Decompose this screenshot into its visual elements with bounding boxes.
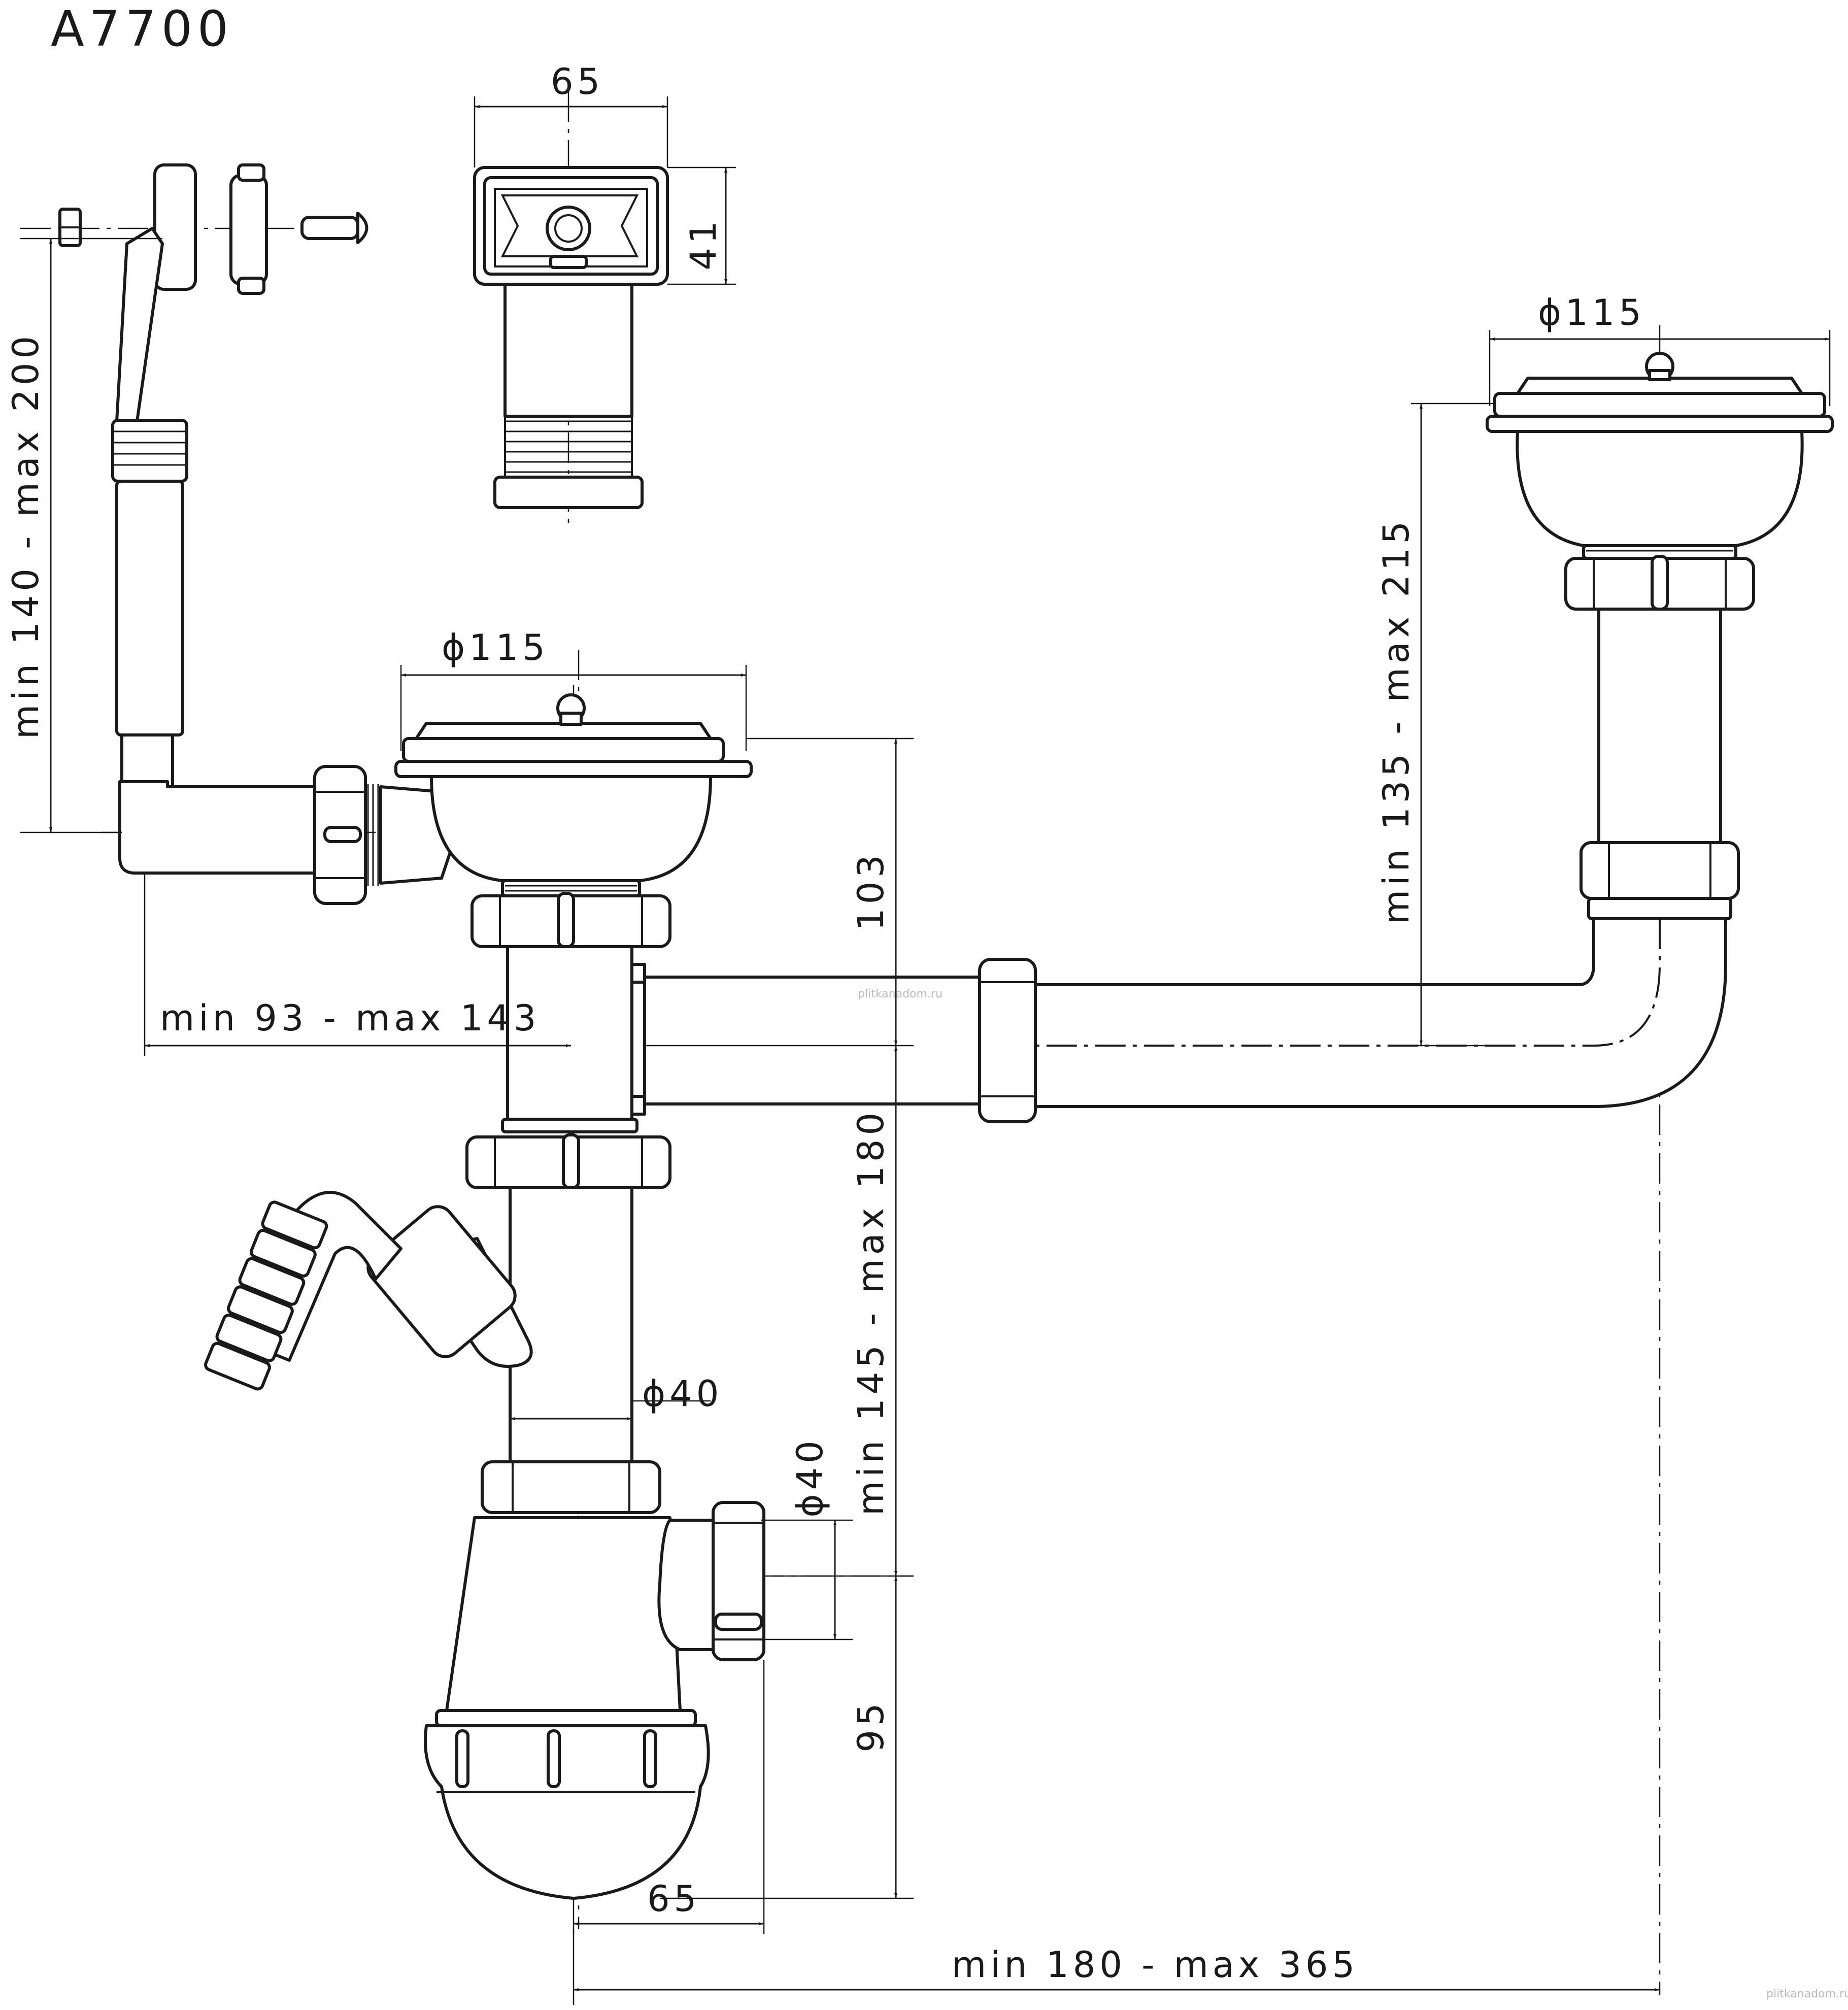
overflow-grate-body <box>503 283 633 418</box>
dim-trap-outlet-offset: 65 <box>647 1878 700 1920</box>
left-bowl-union-nut <box>471 892 671 948</box>
dim-pipe-diameter: ϕ40 <box>642 1373 723 1415</box>
overflow-gasket <box>229 174 268 286</box>
trap-body <box>445 1516 682 1712</box>
lower-pipe <box>509 1186 633 1463</box>
watermark-corner: plitkanadom.ru <box>1766 1988 1848 2000</box>
left-bowl-strainer <box>394 693 753 897</box>
dim-right-bowl-diameter: ϕ115 <box>1538 292 1645 333</box>
trap-upper-union-nut <box>465 1133 671 1189</box>
dim-horizontal-offset-range: min 93 - max 143 <box>160 997 540 1039</box>
right-vertical-pipe <box>1597 608 1722 844</box>
dim-right-height-range: min 135 - max 215 <box>1375 517 1417 924</box>
right-bowl-body <box>1516 430 1804 547</box>
branch-union-nut <box>366 1205 517 1358</box>
overflow-screw <box>300 216 359 240</box>
overflow-hose-assembly <box>58 163 458 905</box>
connecting-pipe <box>643 917 1727 1123</box>
trap-outlet <box>657 1519 722 1651</box>
tee-pipe <box>501 945 646 1133</box>
right-elbow-pipe <box>1034 917 1727 1108</box>
dim-trap-outlet-height: 95 <box>850 1699 892 1752</box>
overflow-grate-assembly <box>473 166 669 509</box>
right-bowl-flange <box>1493 392 1826 418</box>
overflow-hose-upper <box>115 227 164 423</box>
left-bowl-body <box>430 775 712 882</box>
dim-overflow-width: 65 <box>551 61 604 103</box>
right-bowl-strainer <box>1486 352 1834 920</box>
dim-left-bowl-diameter: ϕ115 <box>442 627 549 668</box>
left-bowl-thread <box>505 885 637 892</box>
dim-trap-height-range: min 145 - max 180 <box>850 1109 892 1516</box>
hose-connector-ribs <box>204 1200 328 1391</box>
overflow-cover <box>153 163 197 291</box>
trap-cap-ribs <box>455 1729 657 1788</box>
overflow-elbow <box>118 780 326 875</box>
dim-left-bowl-height: 103 <box>850 851 892 931</box>
trap-outlet-nut <box>712 1501 765 1661</box>
dim-overflow-range: min 140 - max 200 <box>5 332 47 739</box>
overflow-grate-thread <box>505 420 632 473</box>
dim-outlet-diameter: ϕ40 <box>789 1436 831 1517</box>
overflow-gasket-and-screw <box>229 163 368 295</box>
left-bowl-flange <box>402 737 725 763</box>
washing-machine-branch <box>204 1191 533 1391</box>
bottle-trap <box>424 1460 765 1900</box>
model-title: A7700 <box>51 1 233 57</box>
trap-top-nut <box>481 1460 661 1514</box>
overflow-tube <box>115 480 184 736</box>
dimension-labels: 65 41 ϕ115 ϕ115 min 140 - max 200 min 13… <box>5 61 1645 1986</box>
right-lower-nut <box>1580 841 1740 900</box>
dim-overflow-height: 41 <box>683 217 724 270</box>
dim-bowl-spacing-range: min 180 - max 365 <box>952 1944 1359 1986</box>
watermark-center: plitkanadom.ru <box>858 988 943 1000</box>
dimension-lines <box>20 96 1831 2005</box>
overflow-thread <box>367 784 379 886</box>
